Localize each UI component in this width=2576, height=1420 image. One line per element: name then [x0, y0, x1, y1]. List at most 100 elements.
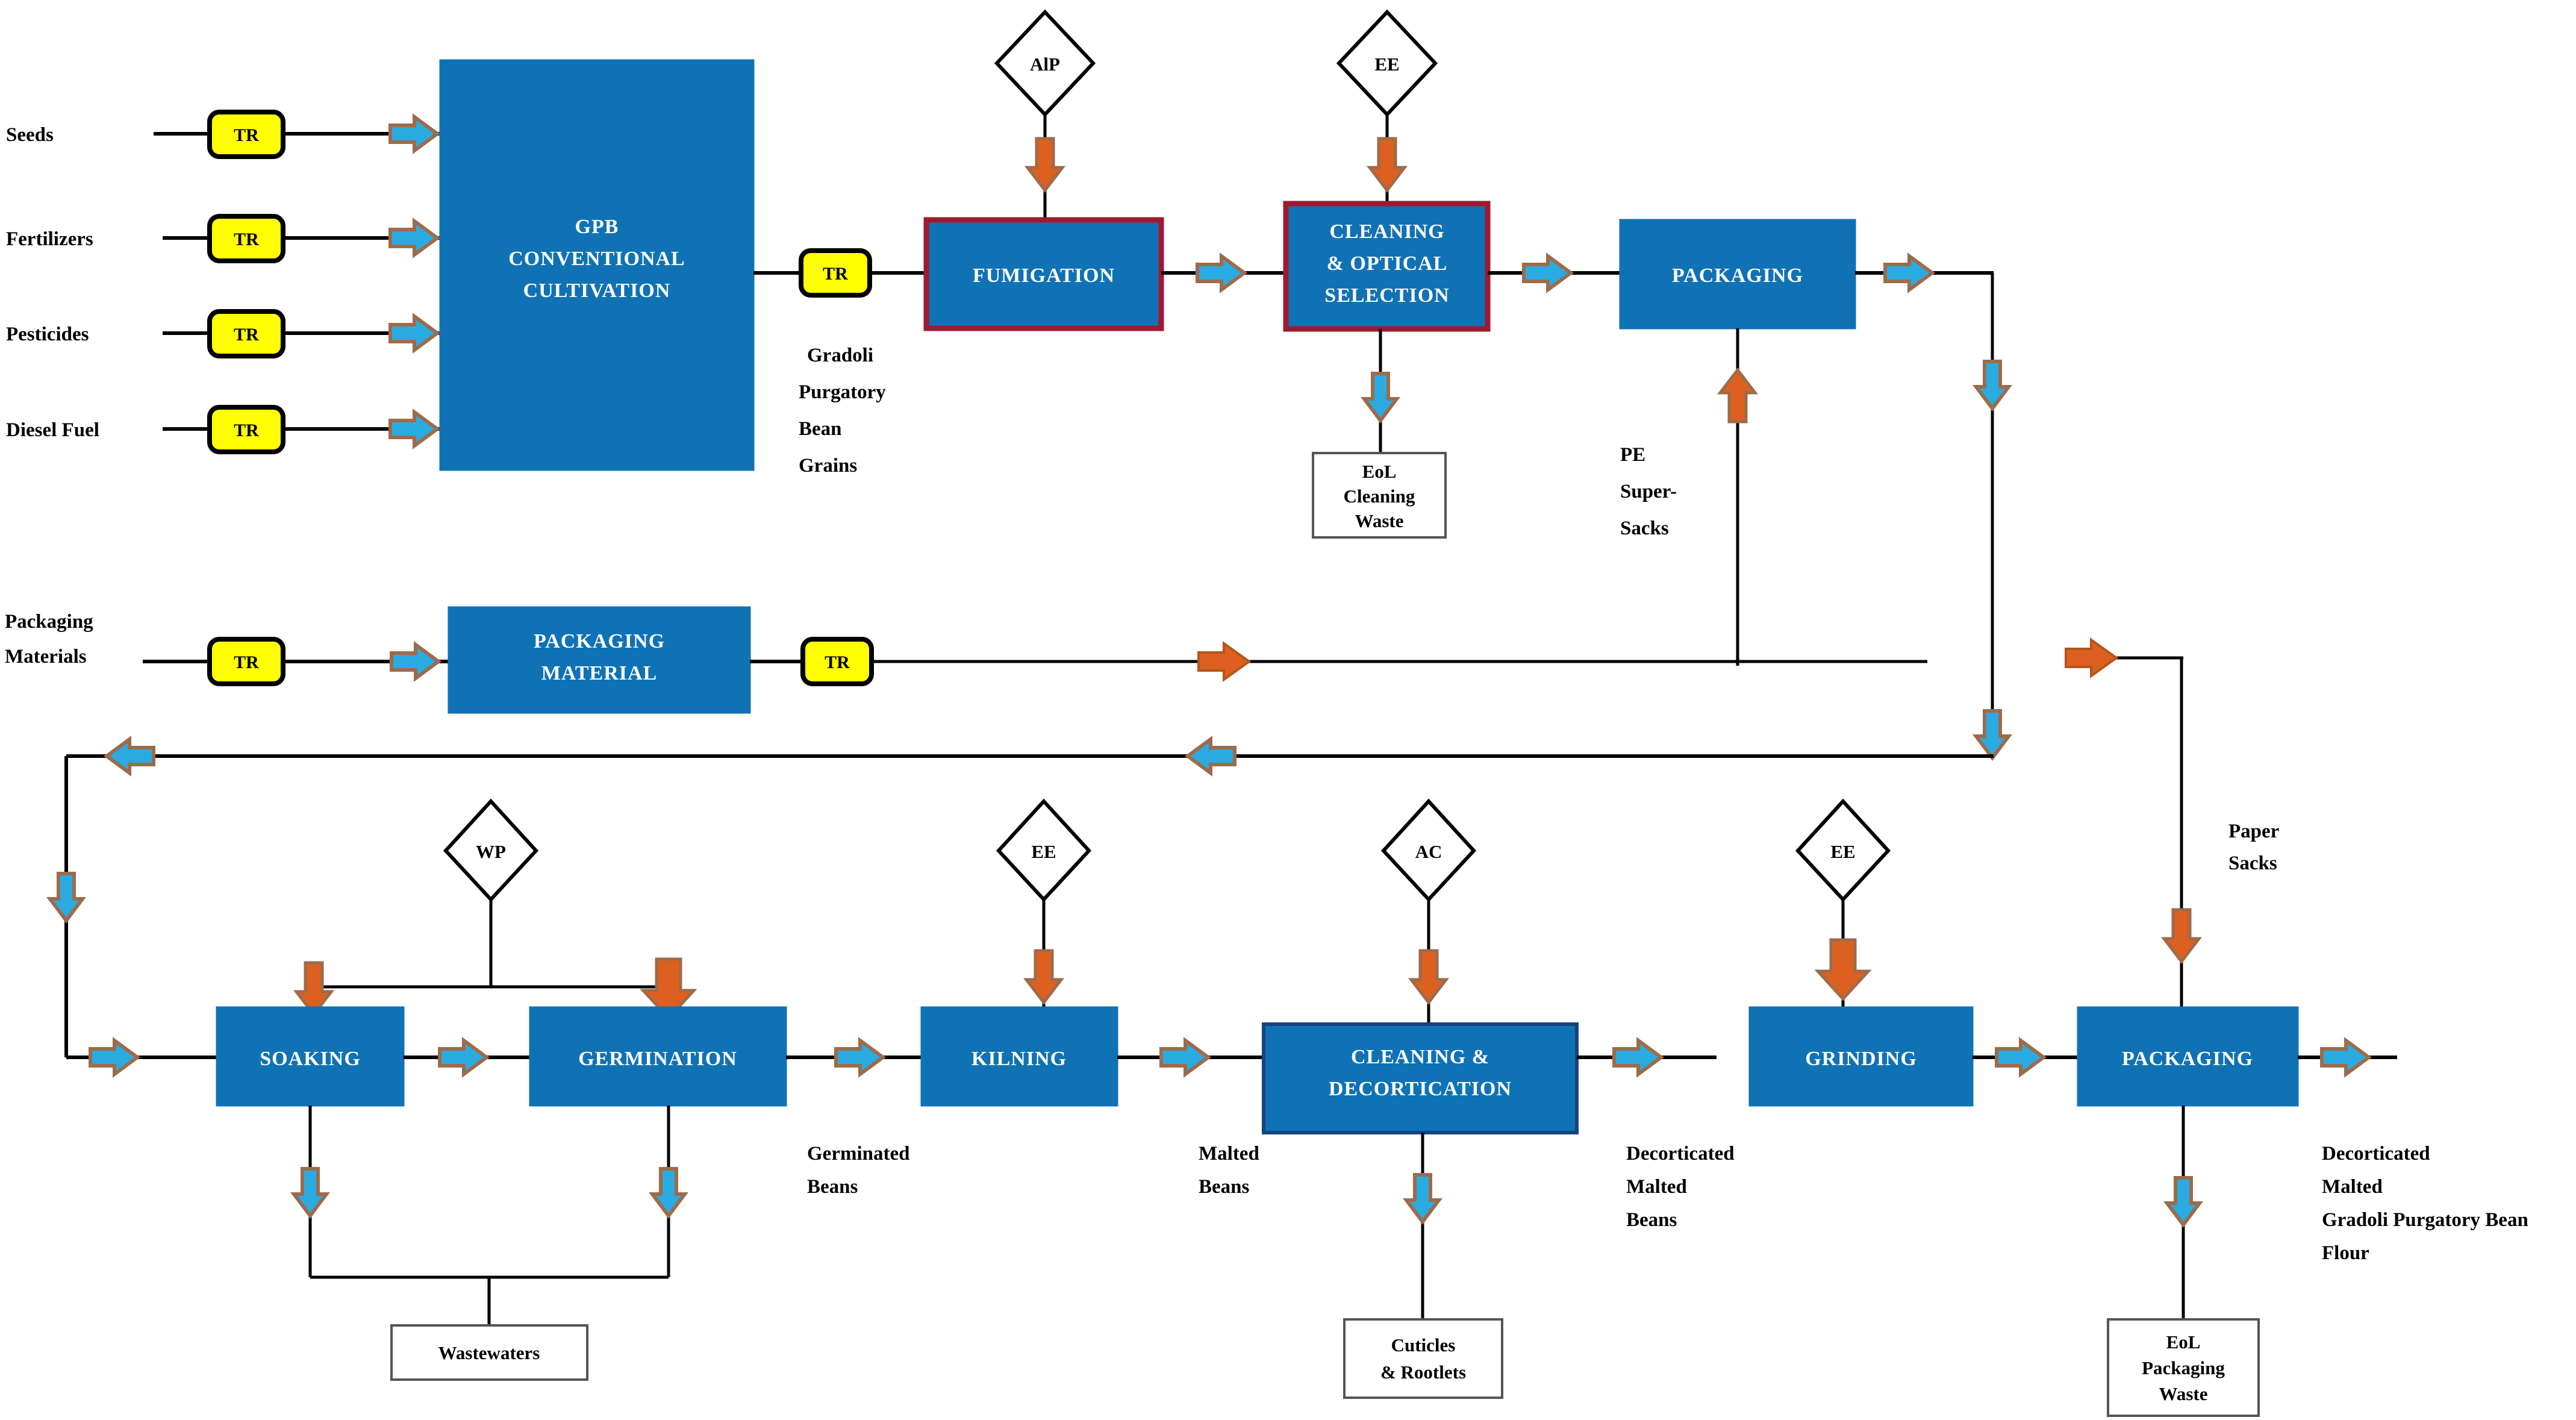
process-label-line2: CONVENTIONAL: [508, 248, 685, 270]
process-label-line1: GERMINATION: [578, 1048, 737, 1070]
process-gpb-conventional-cultivation[interactable]: GPB CONVENTIONAL CULTIVATION: [439, 59, 755, 471]
input-label-fertilizers: Fertilizers: [6, 228, 93, 250]
process-label-line1: GPB: [575, 216, 619, 238]
flow-label-final-l3: Gradoli Purgatory Bean: [2322, 1209, 2528, 1231]
transport-node-grains[interactable]: TR: [799, 248, 872, 298]
flow-arrow-seeds: [390, 117, 437, 151]
flow-label-final-l2: Malted: [2322, 1176, 2383, 1198]
flow-arrow-into-soaking: [90, 1040, 137, 1074]
transport-node-pesticides[interactable]: TR: [207, 309, 285, 358]
flow-label-germinated-beans-l1: Germinated: [807, 1143, 909, 1165]
process-germination[interactable]: GERMINATION: [529, 1006, 787, 1107]
transport-node-label: TR: [234, 125, 259, 145]
arrow-packaging-down-1: [1976, 361, 2009, 408]
resource-diamond-ee-cleaning[interactable]: EE: [1336, 9, 1438, 117]
process-label-line1: SOAKING: [260, 1048, 361, 1070]
flow-arrow-diesel: [390, 412, 437, 446]
flow-arrow-fertilizers: [390, 221, 437, 255]
flow-label-paper-sacks-l2: Sacks: [2228, 852, 2277, 874]
flow-label-final-l1: Decorticated: [2322, 1143, 2430, 1165]
resource-diamond-ac[interactable]: AC: [1380, 798, 1477, 902]
transport-node-diesel[interactable]: TR: [207, 405, 285, 454]
resource-diamond-label: AlP: [1030, 54, 1060, 75]
process-label-line2: MATERIAL: [541, 662, 658, 684]
flow-arrow-feeder-left: [107, 739, 154, 773]
eol-box-wastewaters: Wastewaters: [390, 1324, 588, 1381]
process-kilning[interactable]: KILNING: [920, 1006, 1118, 1107]
arrow-soaking-wastewater: [294, 1169, 326, 1216]
process-label-line1: PACKAGING: [534, 630, 665, 652]
eol-label-line1: Wastewaters: [438, 1342, 540, 1363]
resource-diamond-ee-kilning[interactable]: EE: [996, 798, 1092, 902]
transport-node-packaging-out[interactable]: TR: [800, 637, 874, 686]
transport-node-seeds[interactable]: TR: [207, 110, 285, 159]
transport-node-label: TR: [825, 652, 850, 672]
process-soaking[interactable]: SOAKING: [216, 1006, 405, 1107]
flow-label-final-l4: Flour: [2322, 1242, 2369, 1264]
process-grinding[interactable]: GRINDING: [1748, 1006, 1974, 1107]
flow-label-pe-l2: Super-: [1620, 481, 1677, 502]
flow-label-malted-beans-l1: Malted: [1199, 1143, 1259, 1165]
process-packaging-bottom[interactable]: PACKAGING: [2077, 1006, 2299, 1107]
resource-diamond-label: EE: [1031, 841, 1056, 862]
resource-diamond-ee-grinding[interactable]: EE: [1795, 798, 1891, 902]
process-label-line3: CULTIVATION: [523, 280, 671, 302]
flow-label-decorticated-l3: Beans: [1626, 1209, 1677, 1231]
arrow-eol-packaging-waste: [2167, 1178, 2200, 1225]
flow-label-gpb-grains-l2: Purgatory: [799, 381, 886, 403]
resource-diamond-label: EE: [1830, 841, 1855, 862]
process-label-line3: SELECTION: [1324, 284, 1449, 307]
process-cleaning-decortication[interactable]: CLEANING & DECORTICATION: [1262, 1022, 1579, 1134]
arrow-paper-sacks-input: [2164, 910, 2199, 962]
flow-label-malted-beans-l2: Beans: [1199, 1176, 1250, 1198]
process-label-line2: DECORTICATION: [1329, 1078, 1512, 1100]
eol-label-line1: EoL: [1362, 461, 1397, 482]
process-label-line1: GRINDING: [1805, 1048, 1917, 1070]
transport-node-packaging-in[interactable]: TR: [207, 637, 285, 686]
arrow-ee-kilning-input: [1026, 951, 1061, 1002]
flow-arrow-final-product: [2322, 1040, 2369, 1074]
arrow-packaging-down-2: [1976, 711, 2009, 758]
flow-label-germinated-beans-l2: Beans: [807, 1176, 858, 1198]
process-label-line2: & OPTICAL: [1327, 252, 1448, 275]
resource-diamond-label: WP: [476, 841, 506, 862]
eol-label-line2: Cleaning: [1344, 486, 1415, 507]
flow-arrow-decortication-out: [1614, 1040, 1661, 1074]
flow-arrow-feeder-left-2: [1188, 739, 1235, 773]
flow-label-gpb-grains-l3: Bean: [799, 418, 842, 440]
process-label-line1: CLEANING: [1329, 221, 1444, 243]
eol-box-cuticles-rootlets: Cuticles & Rootlets: [1343, 1318, 1503, 1399]
transport-node-label: TR: [234, 230, 259, 249]
flow-arrow-pesticides: [390, 316, 437, 350]
flow-arrow-fumigation-out: [1197, 256, 1244, 290]
process-packaging-material[interactable]: PACKAGING MATERIAL: [448, 606, 751, 714]
resource-diamond-alp[interactable]: AlP: [994, 9, 1096, 117]
arrow-ee-cleaning-input: [1370, 139, 1405, 190]
transport-node-fertilizers[interactable]: TR: [207, 214, 285, 263]
flow-arrow-germination-out: [836, 1040, 883, 1074]
flow-label-decorticated-l2: Malted: [1626, 1176, 1687, 1198]
process-fumigation[interactable]: FUMIGATION: [923, 217, 1164, 331]
flow-arrow-cleaning-out: [1524, 256, 1571, 290]
eol-label-line2: & Rootlets: [1380, 1362, 1466, 1383]
input-label-packaging-materials-l1: Packaging: [5, 611, 93, 633]
arrow-germination-wastewater: [652, 1169, 685, 1216]
flow-label-decorticated-l1: Decorticated: [1626, 1143, 1735, 1165]
transport-node-label: TR: [823, 264, 848, 284]
arrow-alp-input: [1028, 139, 1062, 190]
flow-arrow-kilning-out: [1161, 1040, 1208, 1074]
resource-diamond-wp[interactable]: WP: [443, 798, 539, 902]
transport-node-label: TR: [234, 325, 259, 345]
arrow-cleaning-waste: [1364, 374, 1397, 421]
eol-box-cleaning-waste: EoL Cleaning Waste: [1312, 452, 1447, 539]
input-label-diesel-fuel: Diesel Fuel: [6, 419, 99, 441]
process-label-line1: CLEANING &: [1351, 1046, 1489, 1068]
process-packaging-top[interactable]: PACKAGING: [1619, 219, 1856, 330]
process-label-line1: FUMIGATION: [973, 264, 1115, 287]
flow-arrow-packaging-top-out: [1885, 256, 1932, 290]
flow-arrow-grinding-out: [1997, 1040, 2044, 1074]
flow-label-paper-sacks-l1: Paper: [2228, 821, 2279, 842]
arrow-ac-input: [1411, 951, 1446, 1002]
process-cleaning-optical-selection[interactable]: CLEANING & OPTICAL SELECTION: [1283, 201, 1491, 332]
flow-arrow-paper-sacks-run: [2065, 639, 2118, 677]
